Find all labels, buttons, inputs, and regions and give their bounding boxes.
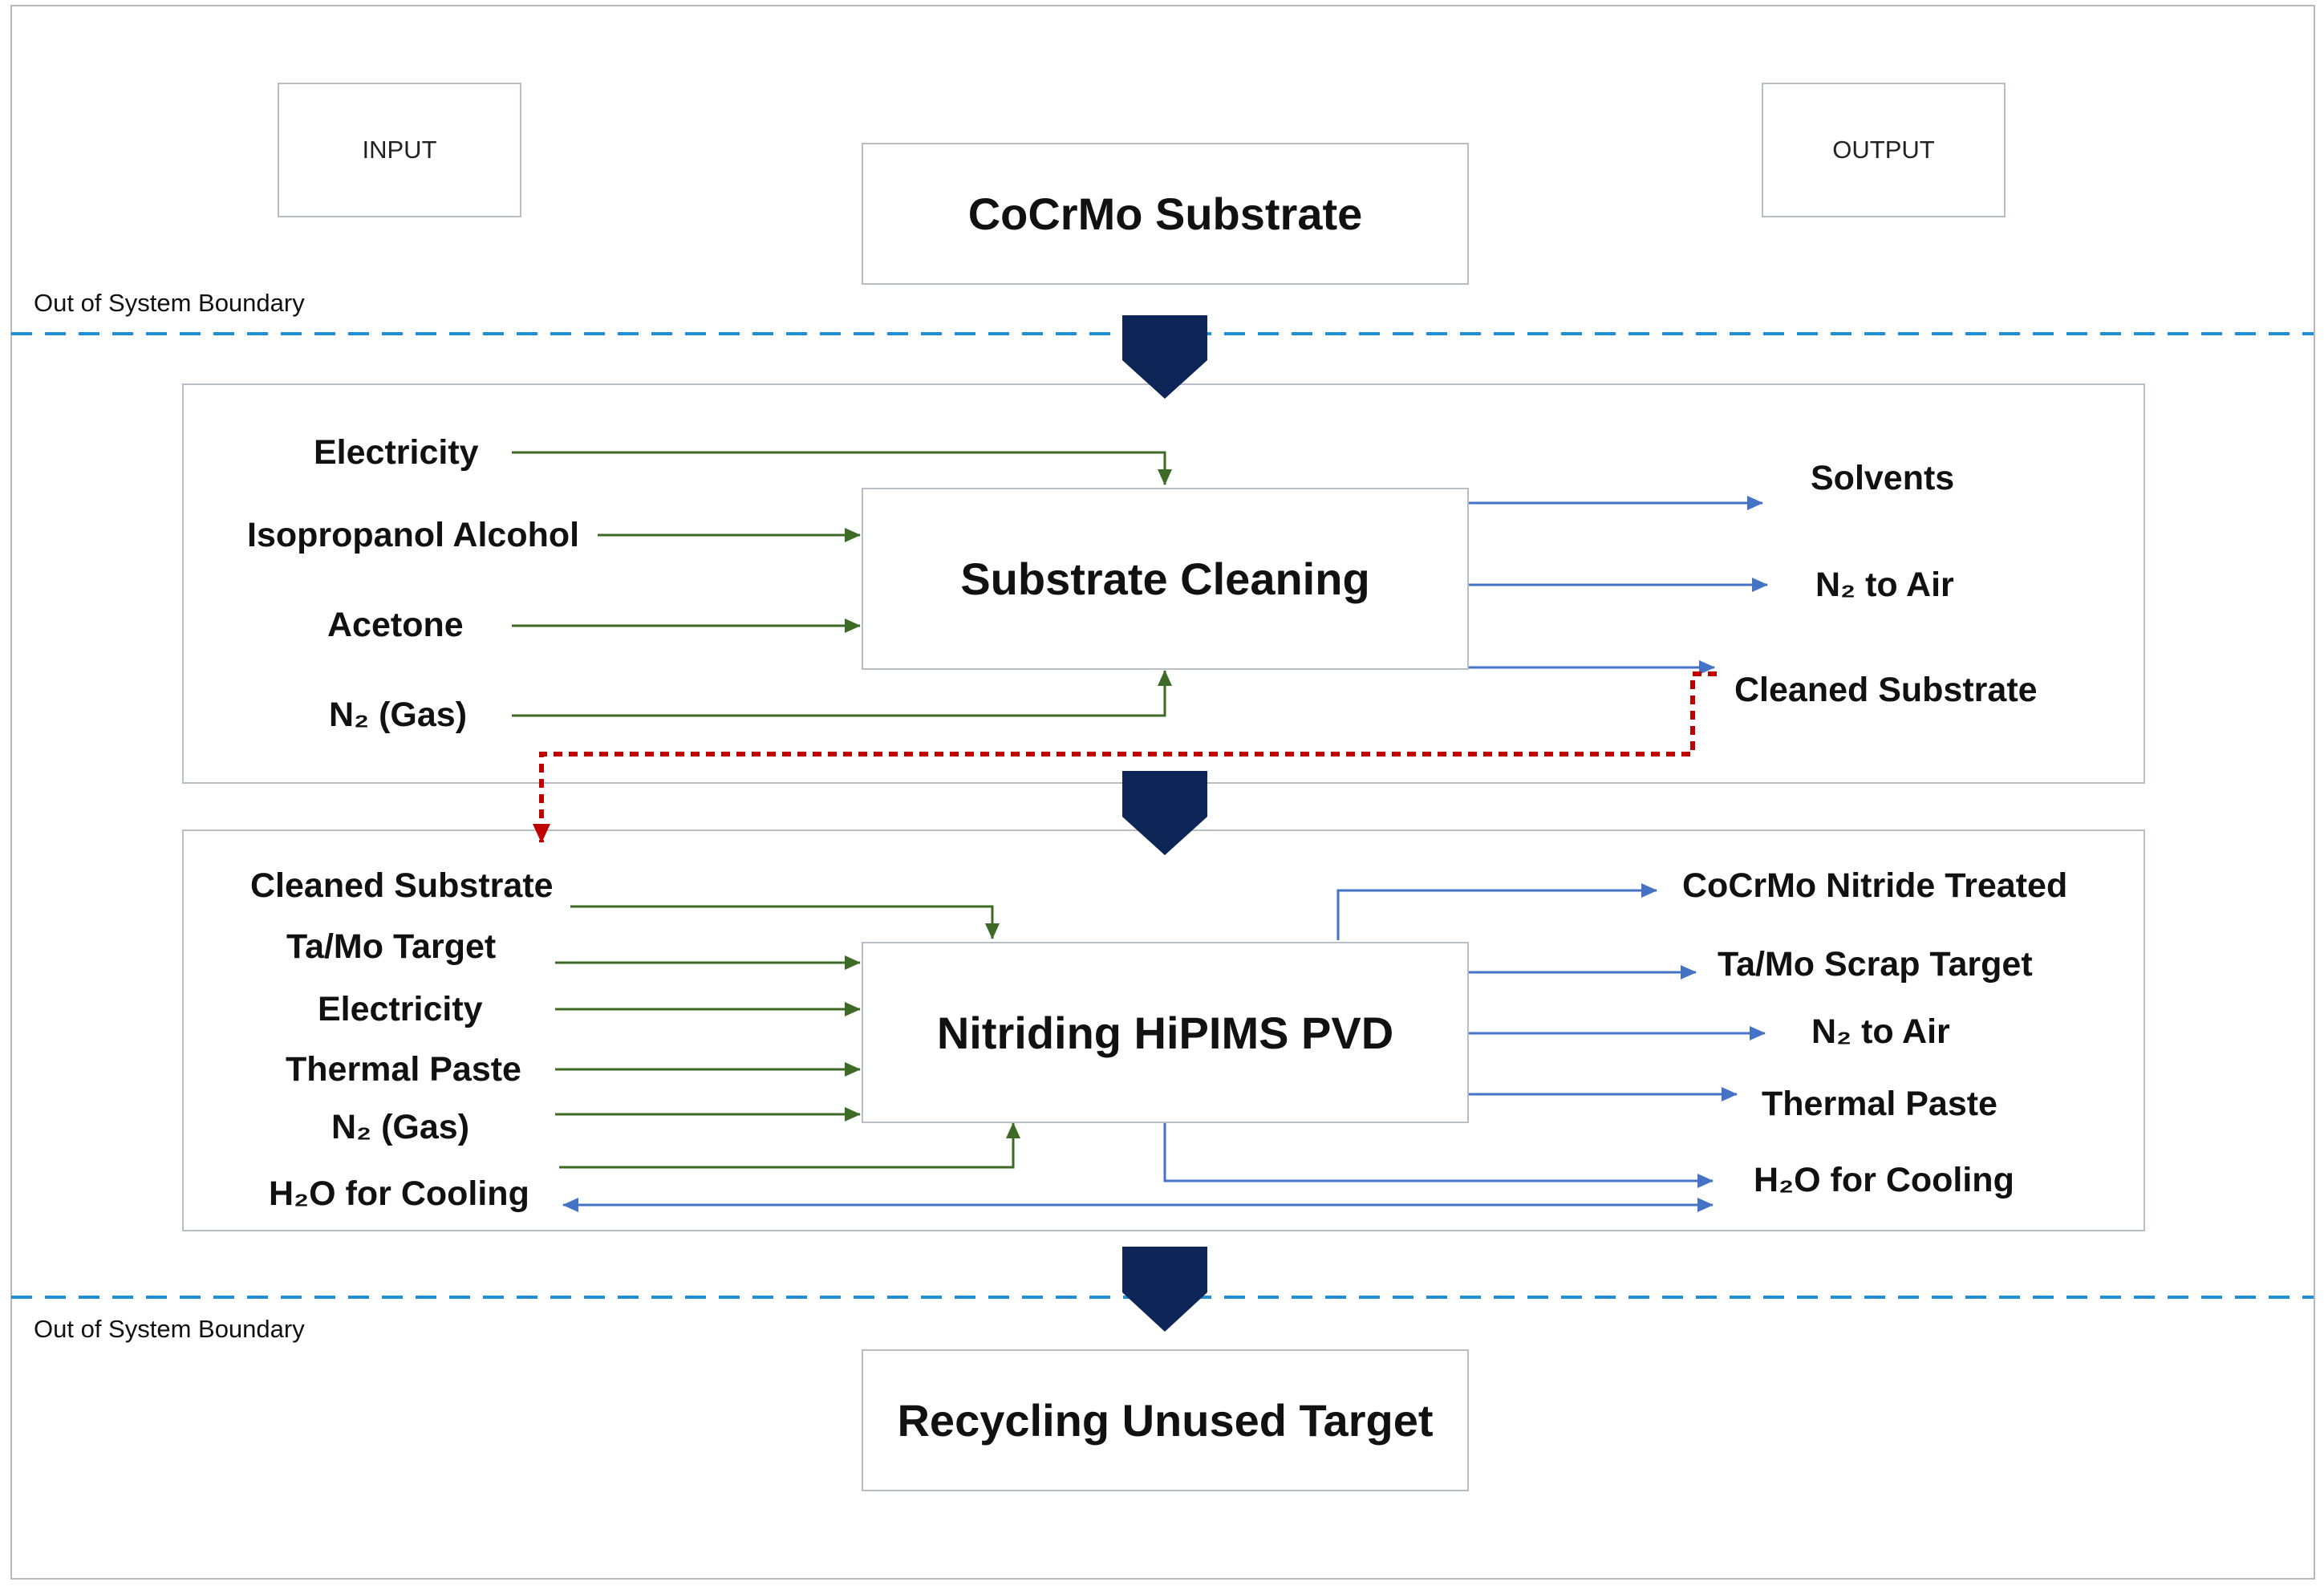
cleaning-output-cleaned-substrate: Cleaned Substrate xyxy=(1734,671,2038,709)
nitriding-output-n2-air: N₂ to Air xyxy=(1811,1012,1950,1051)
output-legend-label: OUTPUT xyxy=(1832,136,1935,164)
nitriding-input-water: H₂O for Cooling xyxy=(269,1174,529,1213)
input-legend-label: INPUT xyxy=(362,136,437,164)
input-legend-box: INPUT xyxy=(278,83,521,217)
cleaning-output-n2-air: N₂ to Air xyxy=(1815,566,1954,604)
cocrmo-substrate-label: CoCrMo Substrate xyxy=(967,189,1363,239)
cleaning-input-n2-gas: N₂ (Gas) xyxy=(329,696,468,734)
nitriding-input-n2-gas: N₂ (Gas) xyxy=(331,1108,470,1146)
arrow-nitriding-to-water xyxy=(1163,1123,1714,1188)
cleaning-input-acetone: Acetone xyxy=(327,606,464,644)
stage-chevron-3 xyxy=(1122,1247,1207,1332)
nitriding-hipims-label: Nitriding HiPIMS PVD xyxy=(936,1007,1394,1058)
nitriding-input-target: Ta/Mo Target xyxy=(286,927,497,966)
recycling-target-box: Recycling Unused Target xyxy=(862,1349,1469,1491)
cleaned-substrate-transfer-link xyxy=(533,671,1717,843)
substrate-cleaning-box: Substrate Cleaning xyxy=(862,488,1469,670)
cleaning-input-isopropanol: Isopropanol Alcohol xyxy=(247,516,580,554)
bottom-boundary-label: Out of System Boundary xyxy=(34,1315,305,1343)
diagram-frame xyxy=(10,5,2315,1580)
output-legend-box: OUTPUT xyxy=(1762,83,2006,217)
top-boundary-label: Out of System Boundary xyxy=(34,289,305,317)
nitriding-hipims-box: Nitriding HiPIMS PVD xyxy=(862,942,1469,1123)
nitriding-output-thermal-paste: Thermal Paste xyxy=(1762,1085,1998,1123)
stage-chevron-2 xyxy=(1122,771,1207,855)
arrow-cleaned-substrate-to-nitriding xyxy=(570,905,1000,939)
arrow-water-to-nitriding xyxy=(559,1122,1020,1169)
substrate-cleaning-label: Substrate Cleaning xyxy=(960,554,1370,604)
nitriding-output-scrap-target: Ta/Mo Scrap Target xyxy=(1718,945,2033,984)
nitriding-input-thermal-paste: Thermal Paste xyxy=(286,1050,521,1089)
cleaning-input-electricity: Electricity xyxy=(314,433,479,472)
cocrmo-substrate-box: CoCrMo Substrate xyxy=(862,143,1469,285)
recycling-target-label: Recycling Unused Target xyxy=(897,1395,1434,1446)
nitriding-input-cleaned-substrate: Cleaned Substrate xyxy=(250,866,554,905)
arrow-nitriding-to-treated xyxy=(1336,883,1657,940)
arrow-n2-to-cleaning xyxy=(512,670,1172,717)
nitriding-output-treated: CoCrMo Nitride Treated xyxy=(1682,866,2068,905)
nitriding-input-electricity: Electricity xyxy=(318,990,483,1028)
cleaning-output-solvents: Solvents xyxy=(1811,459,1955,497)
stage-chevron-1 xyxy=(1122,315,1207,399)
arrow-electricity-to-cleaning xyxy=(512,451,1172,485)
nitriding-output-water: H₂O for Cooling xyxy=(1754,1161,2014,1199)
